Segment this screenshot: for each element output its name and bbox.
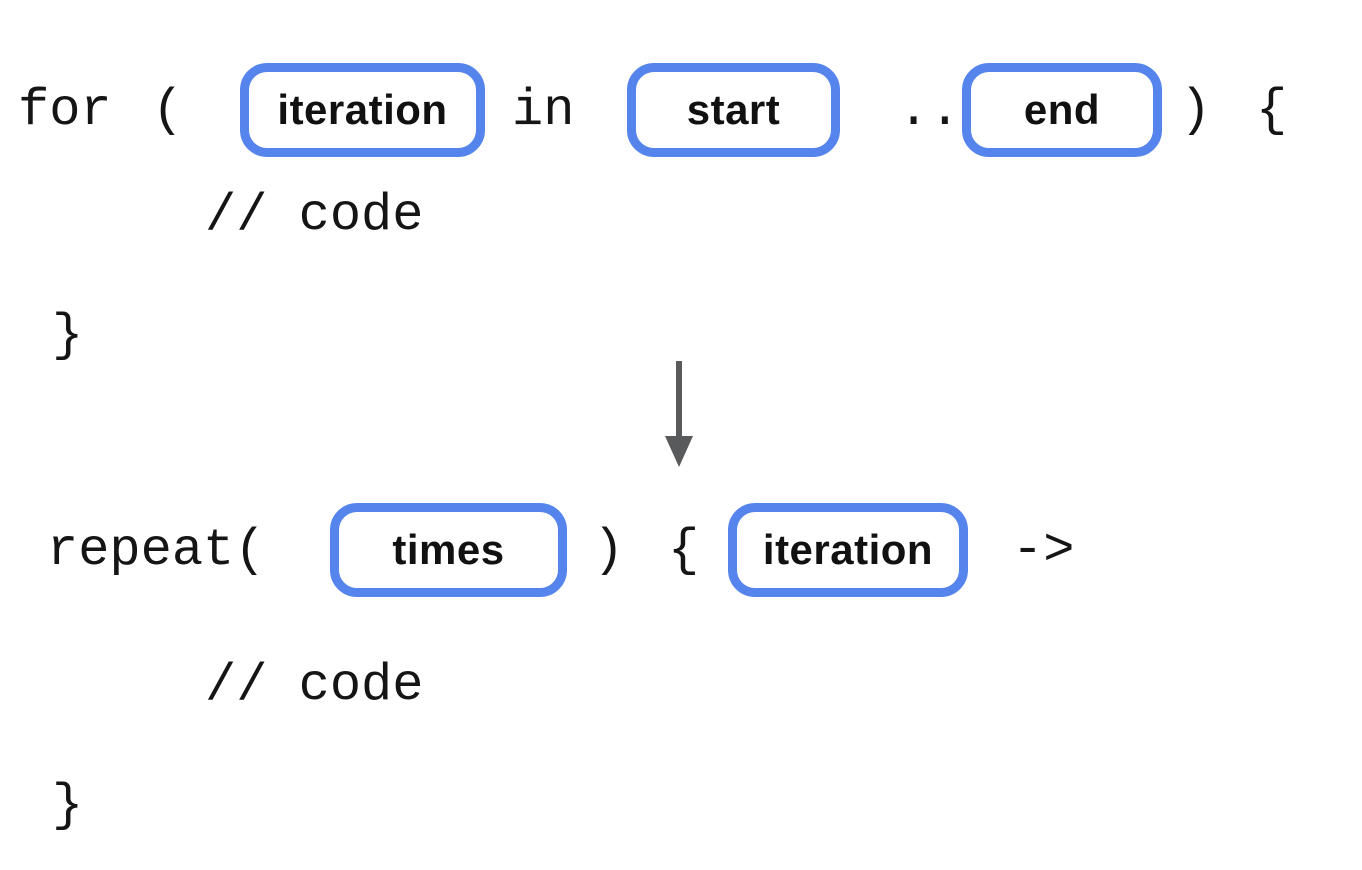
- lambda-iteration-slot-chip: iteration: [728, 503, 968, 597]
- iteration-slot-chip: iteration: [240, 63, 485, 157]
- for-open-brace: {: [1256, 80, 1288, 140]
- repeat-body-comment: // code: [205, 655, 424, 715]
- for-body-comment: // code: [205, 185, 424, 245]
- end-slot-label: end: [1023, 86, 1101, 133]
- repeat-close-brace: }: [52, 775, 84, 835]
- iteration-slot-label: iteration: [277, 86, 448, 133]
- lambda-arrow: ->: [1012, 520, 1075, 580]
- times-slot-chip: times: [330, 503, 567, 597]
- repeat-call: repeat(: [47, 520, 266, 580]
- for-close-brace: }: [52, 305, 84, 365]
- transform-down-arrow-icon: [664, 361, 694, 467]
- arrow-head: [665, 436, 693, 467]
- repeat-open-brace: {: [668, 520, 700, 580]
- range-operator: ..: [898, 80, 961, 140]
- for-open-paren: (: [152, 80, 184, 140]
- end-slot-chip: end: [962, 63, 1162, 157]
- start-slot-chip: start: [627, 63, 840, 157]
- lambda-iteration-slot-label: iteration: [762, 526, 934, 573]
- times-slot-label: times: [392, 526, 505, 573]
- for-keyword: for: [18, 80, 112, 140]
- start-slot-label: start: [686, 86, 781, 133]
- for-close-paren: ): [1180, 80, 1212, 140]
- repeat-close-paren: ): [593, 520, 625, 580]
- arrow-shaft: [676, 361, 682, 436]
- in-keyword: in: [512, 80, 575, 140]
